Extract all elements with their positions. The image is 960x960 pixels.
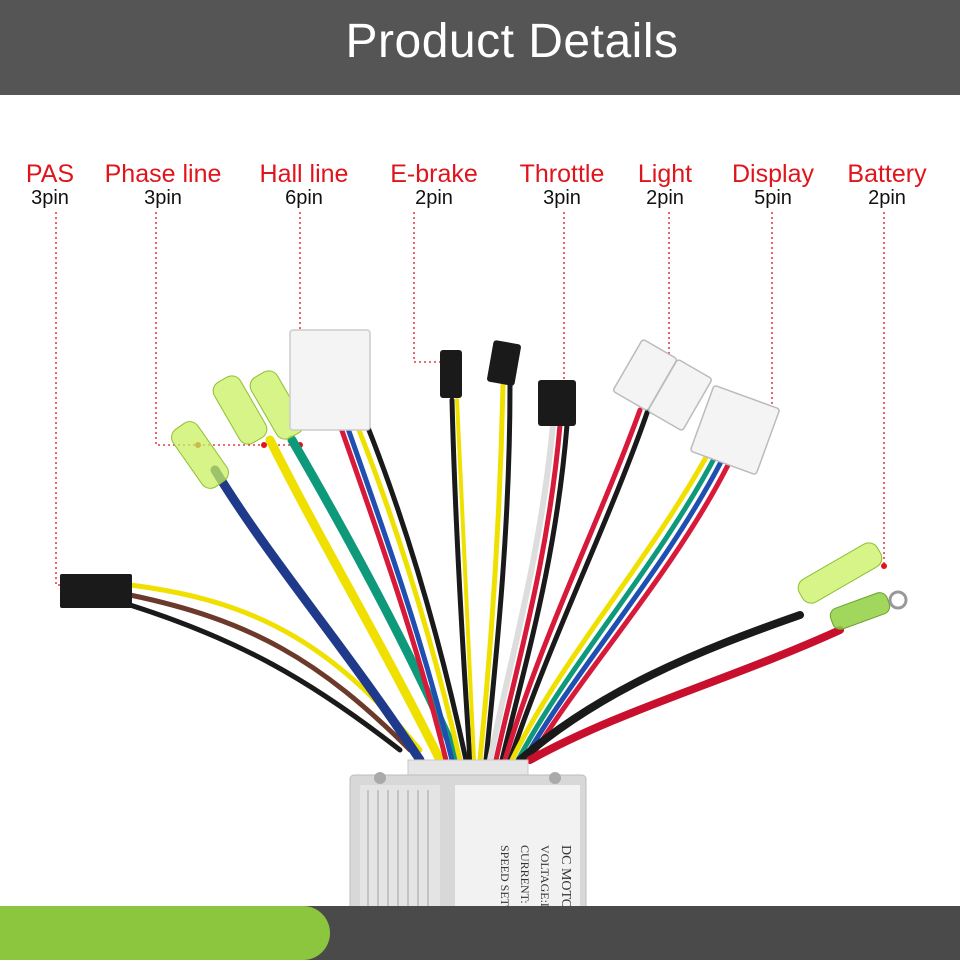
label-pins: 2pin: [868, 187, 906, 209]
label-name: PAS: [25, 160, 75, 188]
label-hall-line: Hall line 6pin: [234, 160, 374, 209]
label-pins: 2pin: [415, 187, 453, 209]
label-name: Display: [732, 160, 814, 188]
label-name: Battery: [847, 160, 927, 188]
label-phase-line: Phase line 3pin: [93, 160, 233, 209]
label-display: Display 5pin: [703, 160, 843, 209]
label-pins: 2pin: [646, 187, 684, 209]
label-pins: 3pin: [543, 187, 581, 209]
label-pas: PAS 3pin: [0, 160, 120, 209]
label-pins: 5pin: [754, 187, 792, 209]
label-name: E-brake: [390, 160, 478, 188]
label-name: Phase line: [104, 160, 222, 188]
label-pins: 6pin: [285, 187, 323, 209]
wires: [127, 382, 844, 765]
connectors: [60, 329, 908, 630]
label-name: Light: [637, 160, 693, 188]
label-pins: 3pin: [31, 187, 69, 209]
label-battery: Battery 2pin: [817, 160, 957, 209]
footer-accent: [0, 906, 330, 960]
label-light: Light 2pin: [595, 160, 735, 209]
label-pins: 3pin: [144, 187, 182, 209]
controller-body: [349, 759, 587, 916]
leader-line-ebrake: [413, 212, 450, 363]
label-throttle: Throttle 3pin: [492, 160, 632, 209]
leader-line-pas: [55, 212, 80, 586]
page-title: Product Details: [345, 15, 679, 68]
label-e-brake: E-brake 2pin: [364, 160, 504, 209]
label-name: Hall line: [259, 160, 349, 188]
leader-line-display: [742, 212, 773, 421]
leader-lines: [55, 212, 885, 586]
label-name: Throttle: [519, 160, 605, 188]
header-bar: Product Details: [0, 0, 960, 95]
